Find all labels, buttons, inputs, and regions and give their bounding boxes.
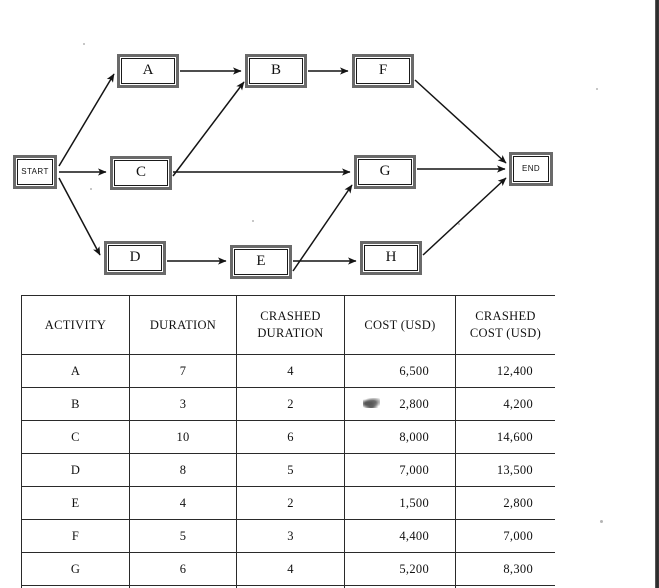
node-g: G [354,155,416,189]
cell-crashed-cost: 2,800 [455,486,555,520]
cell-activity: G [21,552,130,586]
column-header-crashed-cost-line1: CRASHED [475,309,536,324]
cell-crashed-duration: 3 [236,519,345,553]
scan-edge-artifact [655,0,659,588]
cell-crashed-cost: 12,400 [455,354,555,388]
edge-c-b [172,81,245,177]
pencil-smudge-mark [363,398,380,408]
column-header-crashed-cost-line2: COST (USD) [469,326,542,340]
node-end: END [509,152,553,186]
node-f: F [352,54,414,88]
column-header-cost-line1: COST (USD) [364,317,436,332]
diagram-edges [58,67,507,272]
table-row: H 5 3 4,400 7,000 [21,585,555,588]
node-c: C [110,156,172,190]
node-b-label: B [270,62,281,79]
node-c-label: C [135,164,146,181]
cell-crashed-duration: 4 [236,552,345,586]
table-row: E 4 2 1,500 2,800 [21,486,555,520]
column-header-cost: COST (USD) [344,295,456,355]
cell-crashed-cost: 7,000 [455,585,555,588]
scan-speck [83,43,85,45]
table-row: C 10 6 8,000 14,600 [21,420,555,454]
cell-crashed-duration: 5 [236,453,345,487]
cell-crashed-cost: 7,000 [455,519,555,553]
cell-crashed-cost: 4,200 [455,387,555,421]
cell-cost: 2,800 [344,387,456,421]
scan-speck [252,220,254,222]
cell-duration: 3 [129,387,237,421]
node-d-label: D [129,249,141,266]
scan-speck [596,88,598,90]
table-header-row: ACTIVITY DURATION CRASHED DURATION COST … [21,295,555,355]
crash-cost-table: ACTIVITY DURATION CRASHED DURATION COST … [21,295,555,588]
table-row: G 6 4 5,200 8,300 [21,552,555,586]
node-a-label: A [142,62,154,79]
table-header: ACTIVITY DURATION CRASHED DURATION COST … [21,295,555,355]
scan-speck [458,223,460,225]
cell-crashed-cost: 13,500 [455,453,555,487]
cell-cost: 8,000 [344,420,456,454]
column-header-crashed-duration-line2: DURATION [257,326,324,340]
node-start-label: START [21,166,49,176]
edge-start-d [58,177,101,256]
cell-activity: D [21,453,130,487]
cell-crashed-cost: 8,300 [455,552,555,586]
cell-crashed-duration: 2 [236,387,345,421]
cell-activity: E [21,486,130,520]
cell-cost: 4,400 [344,519,456,553]
cell-duration: 4 [129,486,237,520]
node-e: E [230,245,292,279]
cell-cost: 7,000 [344,453,456,487]
table-row: B 3 2 2,800 4,200 [21,387,555,421]
scan-speck [600,520,603,523]
node-start: START [13,155,57,189]
cell-cost: 6,500 [344,354,456,388]
node-f-label: F [378,62,388,79]
node-d: D [104,241,166,275]
column-header-activity: ACTIVITY [21,295,130,355]
column-header-activity-line1: ACTIVITY [44,317,107,332]
cell-cost: 5,200 [344,552,456,586]
cell-duration: 7 [129,354,237,388]
cell-duration: 10 [129,420,237,454]
node-end-label: END [521,163,541,173]
cell-cost: 1,500 [344,486,456,520]
cell-activity: C [21,420,130,454]
cell-activity: A [21,354,130,388]
network-diagram: START A B F C G D E H END [0,0,659,292]
cell-duration: 6 [129,552,237,586]
table-row: D 8 5 7,000 13,500 [21,453,555,487]
node-g-label: G [379,163,391,180]
cell-crashed-duration: 2 [236,486,345,520]
table-body: A 7 4 6,500 12,400 B 3 2 2,800 4,200 C 1… [21,354,555,588]
column-header-crashed-cost: CRASHED COST (USD) [455,295,555,355]
node-h: H [360,241,422,275]
node-a: A [117,54,179,88]
cell-activity: F [21,519,130,553]
edge-h-end [422,177,507,256]
edge-f-end [414,79,507,164]
column-header-duration: DURATION [129,295,237,355]
cell-cost-value: 2,800 [399,396,429,411]
table-row: A 7 4 6,500 12,400 [21,354,555,388]
cell-duration: 8 [129,453,237,487]
node-e-label: E [256,253,266,270]
edge-e-g [292,184,353,272]
table-row: F 5 3 4,400 7,000 [21,519,555,553]
crash-cost-table-container: ACTIVITY DURATION CRASHED DURATION COST … [21,295,555,588]
cell-crashed-cost: 14,600 [455,420,555,454]
cell-activity: B [21,387,130,421]
node-b: B [245,54,307,88]
column-header-duration-line1: DURATION [149,317,217,332]
cell-crashed-duration: 4 [236,354,345,388]
cell-crashed-duration: 6 [236,420,345,454]
scan-speck [90,188,92,190]
column-header-crashed-duration: CRASHED DURATION [236,295,345,355]
edge-start-a [58,73,115,167]
cell-duration: 5 [129,519,237,553]
node-h-label: H [385,249,397,266]
column-header-crashed-duration-line1: CRASHED [260,309,321,324]
